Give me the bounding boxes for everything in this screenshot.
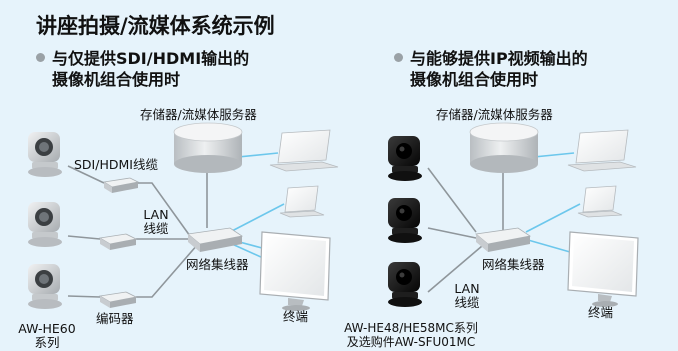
right-camera-label: AW-HE48/HE58MC系列 及选购件AW-SFU01MC (326, 321, 496, 350)
left-cable-label: SDI/HDMI线缆 (74, 157, 158, 172)
left-encoder-icon (98, 291, 138, 308)
right-camera-icon-3 (388, 262, 422, 307)
left-camera-icon-1 (28, 132, 62, 177)
left-cables (67, 165, 208, 298)
left-converter-top-icon (102, 177, 140, 193)
right-hub-label: 网络集线器 (482, 257, 545, 272)
right-bullet-icon (394, 53, 403, 62)
left-camera-icon-3 (28, 264, 62, 309)
right-lan-label: LAN 线缆 (450, 281, 484, 311)
diagram-title: 讲座拍摄/流媒体系统示例 (36, 14, 275, 38)
left-camera-label-line1: AW-HE60 (18, 321, 76, 336)
right-laptop-icon-2 (577, 185, 623, 218)
right-camera-label-line2: 及选购件AW-SFU01MC (346, 334, 476, 349)
left-encoder-label: 编码器 (96, 311, 134, 326)
left-lan-label-line2: 线缆 (143, 221, 169, 237)
left-bullet-icon (36, 53, 45, 62)
left-server-icon (173, 122, 243, 173)
right-server-icon (469, 122, 539, 173)
left-laptop-icon-2 (279, 185, 325, 218)
left-monitor-icon (259, 231, 331, 311)
right-lan-label-line2: 线缆 (454, 295, 480, 311)
right-heading-line2: 摄像机组合使用时 (410, 70, 539, 89)
right-laptop-icon-1 (567, 129, 637, 172)
right-terminal-label: 终端 (588, 305, 614, 320)
left-lan-label: LAN 线缆 (140, 207, 172, 237)
right-heading-line1: 与能够提供IP视频输出的 (410, 49, 588, 68)
right-camera-icon-2 (388, 198, 422, 243)
left-heading: 与仅提供SDI/HDMI输出的 (36, 49, 250, 68)
right-heading: 与能够提供IP视频输出的 (394, 49, 588, 68)
right-camera-label-line1: AW-HE48/HE58MC系列 (344, 321, 478, 335)
left-converter-middle-icon (98, 233, 138, 250)
right-cables (427, 167, 504, 293)
left-camera-label: AW-HE60 系列 (12, 321, 82, 351)
left-laptop-icon-1 (269, 129, 339, 172)
left-terminal-label: 终端 (283, 309, 309, 324)
left-camera-label-line2: 系列 (34, 335, 60, 351)
right-server-label: 存储器/流媒体服务器 (436, 107, 553, 122)
left-hub-label: 网络集线器 (186, 257, 249, 272)
right-hub-icon (475, 227, 532, 252)
left-server-label: 存储器/流媒体服务器 (140, 107, 257, 122)
left-heading-line2: 摄像机组合使用时 (52, 70, 181, 89)
right-camera-icon-1 (388, 136, 422, 181)
left-lan-label-line1: LAN (143, 207, 169, 222)
right-lan-label-line1: LAN (454, 281, 480, 296)
right-monitor-icon (567, 231, 639, 307)
left-hub-icon (187, 227, 244, 252)
left-heading-line1: 与仅提供SDI/HDMI输出的 (52, 49, 250, 68)
left-camera-icon-2 (28, 202, 62, 247)
